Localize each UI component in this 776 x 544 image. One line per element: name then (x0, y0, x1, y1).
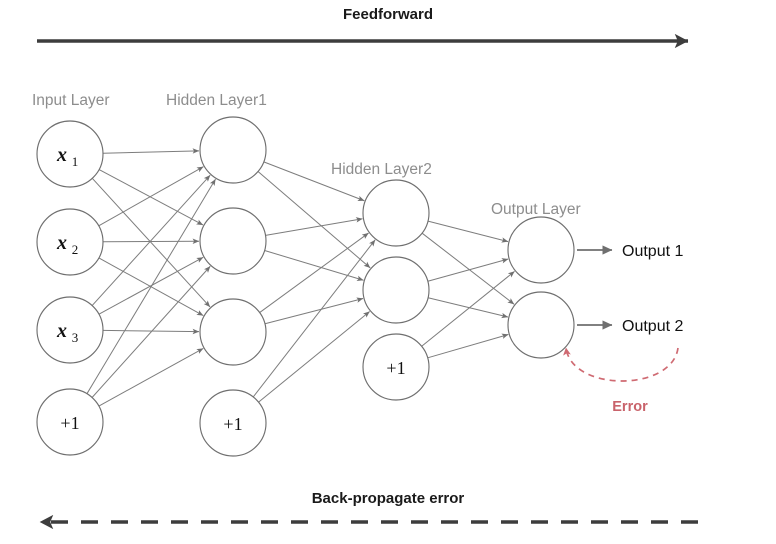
node-subscript: 2 (72, 242, 79, 257)
network-edge (102, 238, 200, 244)
node-circle (36, 296, 104, 364)
network-edge (265, 217, 363, 236)
node-circle (362, 256, 430, 324)
backpropagate-title: Back-propagate error (312, 490, 465, 507)
network-node-h1_2 (199, 207, 267, 275)
network-edge (263, 161, 365, 202)
node-label: +1 (223, 414, 242, 434)
node-circle (199, 116, 267, 184)
network-edge (427, 297, 509, 319)
hidden-layer1-label: Hidden Layer1 (166, 92, 267, 109)
node-label: +1 (386, 358, 405, 378)
network-node-b1: +1 (199, 389, 267, 457)
network-edge (427, 220, 509, 243)
node-label: x (56, 144, 67, 166)
output-text-out2: Output 2 (622, 318, 683, 335)
network-edge (98, 347, 204, 407)
node-circle (36, 120, 104, 188)
node-label: x (56, 320, 67, 342)
network-edge (102, 148, 200, 154)
network-edge (91, 178, 211, 308)
network-edge (427, 258, 509, 282)
network-node-h2_1 (362, 179, 430, 247)
node-circle (507, 216, 575, 284)
network-edge (421, 270, 515, 347)
network-node-b0: +1 (36, 388, 104, 456)
network-edge (264, 250, 364, 281)
network-edge (259, 232, 369, 313)
output-layer-label: Output Layer (491, 201, 581, 218)
node-circle (36, 388, 104, 456)
output-text-out1: Output 1 (622, 243, 683, 260)
network-edge (98, 256, 204, 315)
node-circle (36, 208, 104, 276)
hidden-layer2-label: Hidden Layer2 (331, 161, 432, 178)
network-node-h1_3 (199, 298, 267, 366)
network-edge (91, 174, 211, 306)
network-edge (102, 328, 200, 335)
node-circle (362, 179, 430, 247)
node-circle (199, 298, 267, 366)
network-edge (98, 169, 204, 226)
network-node-b2: +1 (362, 333, 430, 401)
node-circle (507, 291, 575, 359)
network-node-o2 (507, 291, 575, 359)
node-circle (199, 207, 267, 275)
network-node-o1 (507, 216, 575, 284)
network-edge (91, 265, 211, 398)
network-node-h2_2 (362, 256, 430, 324)
node-label: x (56, 232, 67, 254)
network-node-h1_1 (199, 116, 267, 184)
network-edge (264, 297, 364, 325)
network-edge (252, 239, 376, 398)
network-edge (98, 166, 204, 227)
node-label: +1 (60, 413, 79, 433)
error-curve-arrow (563, 347, 679, 382)
output-labels: Output 1 Output 2 (577, 243, 683, 335)
input-layer-label: Input Layer (32, 92, 110, 109)
node-subscript: 3 (72, 330, 79, 345)
feedforward-title: Feedforward (343, 6, 433, 23)
node-circle (362, 333, 430, 401)
network-edge (257, 171, 371, 269)
network-edges (86, 148, 515, 407)
node-subscript: 1 (72, 154, 79, 169)
node-circle (199, 389, 267, 457)
error-label: Error (612, 399, 648, 415)
network-edge (258, 311, 370, 403)
network-edge (421, 232, 515, 305)
network-edge (86, 178, 216, 394)
network-edge (427, 333, 509, 359)
